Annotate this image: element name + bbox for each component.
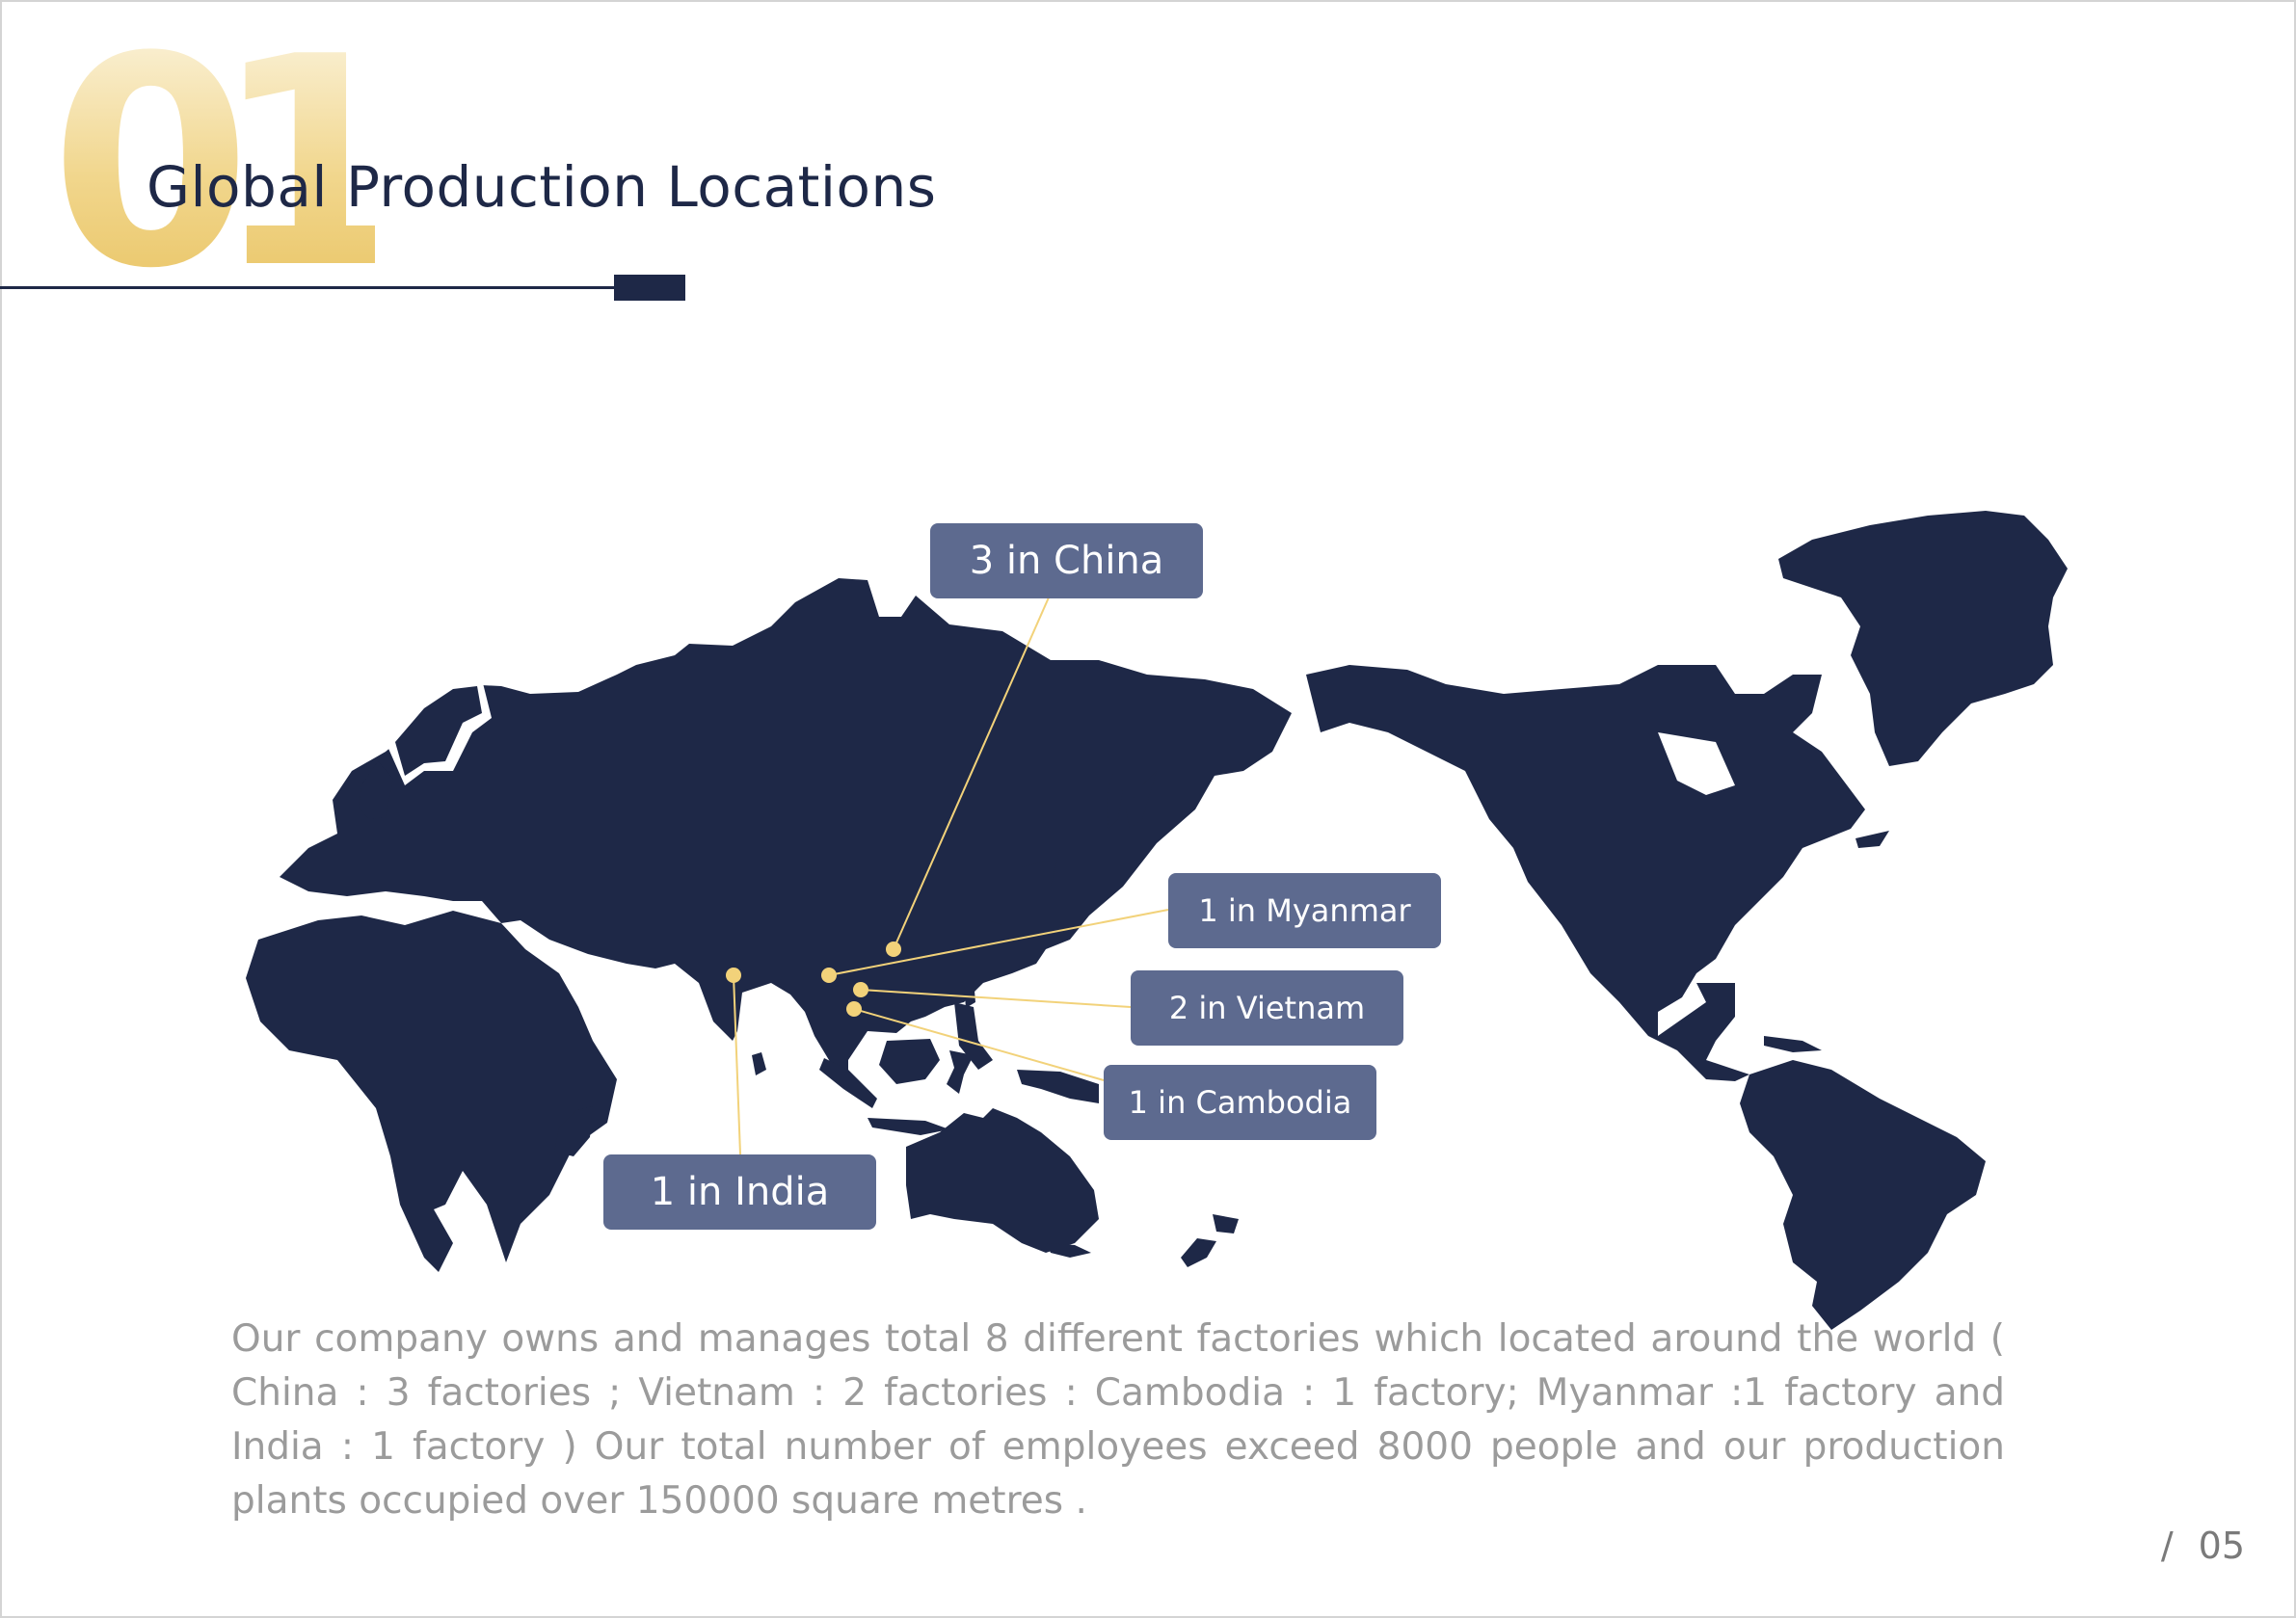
taiwan-shape	[964, 979, 975, 1008]
vietnam-marker	[853, 982, 868, 997]
leader-lines	[733, 597, 1169, 1155]
callout-india: 1 in India	[603, 1154, 876, 1230]
java-shape	[868, 1118, 949, 1135]
japan-shape	[988, 848, 1060, 925]
callout-myanmar: 1 in Myanmar	[1168, 873, 1441, 948]
sumatra-shape	[819, 1058, 877, 1108]
hudson-bay-shape	[1658, 732, 1735, 795]
new-zealand-shape	[1181, 1214, 1239, 1267]
kamchatka-shape	[1126, 771, 1157, 829]
new-guinea-shape	[1017, 1070, 1099, 1103]
tasmania-shape	[1046, 1243, 1091, 1258]
philippines-shape	[954, 1002, 993, 1070]
india-marker	[726, 968, 741, 983]
world-map-landmass	[246, 511, 2068, 1330]
callout-vietnam: 2 in Vietnam	[1131, 970, 1403, 1046]
newfoundland-shape	[1855, 831, 1889, 848]
australia-shape	[906, 1108, 1099, 1253]
sri-lanka-shape	[752, 1052, 766, 1075]
factory-markers	[726, 942, 901, 1017]
page-title: Global Production Locations	[147, 154, 937, 220]
title-underline	[0, 286, 617, 289]
africa-shape	[246, 911, 617, 1272]
page-number: / 05	[2161, 1525, 2245, 1567]
page-number-value: 05	[2198, 1525, 2245, 1567]
greenland-shape	[1778, 511, 2068, 766]
vietnam-leader-line	[860, 989, 1132, 1008]
cambodia-leader-line	[853, 1008, 1105, 1081]
china-leader-line	[893, 597, 1050, 950]
caribbean-shape	[1764, 1036, 1822, 1052]
description-paragraph: Our company owns and manages total 8 dif…	[231, 1317, 2005, 1523]
myanmar-leader-line	[828, 909, 1169, 976]
page-number-slash: /	[2160, 1525, 2174, 1567]
eurasia-shape	[280, 578, 1292, 1089]
callout-cambodia: 1 in Cambodia	[1104, 1065, 1376, 1140]
sulawesi-shape	[947, 1050, 974, 1094]
sakhalin-shape	[1107, 771, 1123, 829]
cambodia-marker	[846, 1001, 862, 1017]
britain-shape	[359, 761, 393, 819]
south-america-shape	[1740, 1060, 1986, 1330]
title-accent-block	[614, 275, 685, 301]
madagascar-shape	[554, 1106, 593, 1156]
india-leader-line	[733, 974, 741, 1155]
section-number: 01	[50, 0, 414, 332]
china-marker	[886, 942, 901, 957]
scandinavia-land-shape	[395, 686, 482, 776]
myanmar-marker	[821, 968, 837, 983]
callout-china: 3 in China	[930, 523, 1203, 598]
borneo-shape	[879, 1039, 940, 1084]
